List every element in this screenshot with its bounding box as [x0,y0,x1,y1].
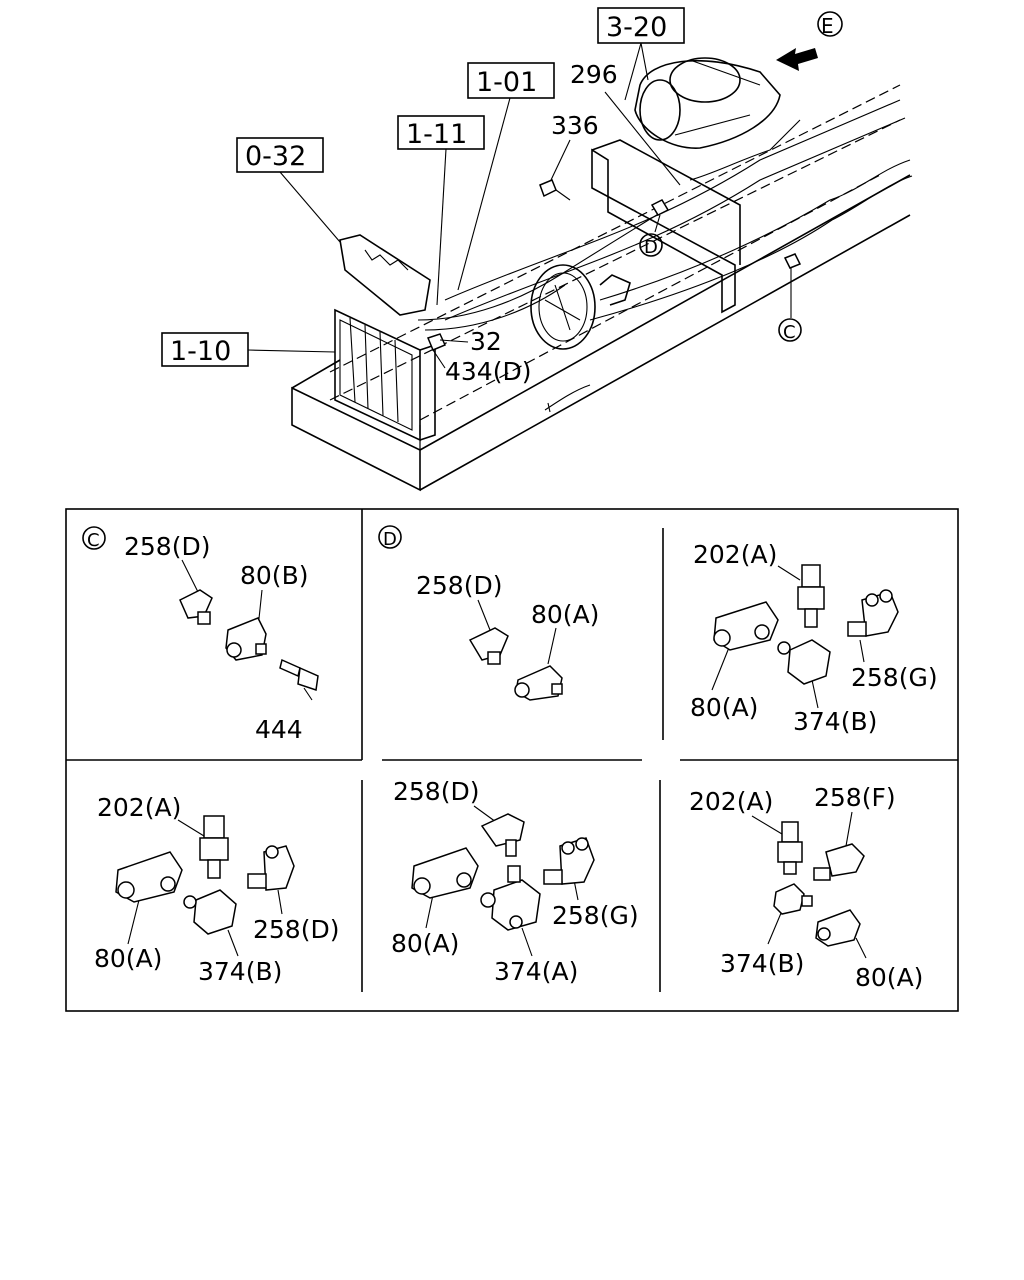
panel-d: D 258(D) 80(A) [378,525,599,701]
svg-text:258(G): 258(G) [851,663,938,692]
svg-text:202(A): 202(A) [689,787,773,816]
callout-296: 296 [570,60,618,89]
svg-text:444: 444 [255,715,303,744]
ref-box-0-32[interactable]: 0-32 [236,137,324,173]
detail-ref-c[interactable]: C [778,318,802,343]
svg-text:258(D): 258(D) [253,915,339,944]
callout-336: 336 [551,111,599,140]
panel-c: C 258(D) 80(B) 444 [82,526,319,744]
svg-text:C: C [783,322,796,343]
air-tank [634,57,781,149]
svg-text:0-32: 0-32 [245,141,306,172]
svg-text:258(G): 258(G) [552,901,639,930]
svg-text:80(B): 80(B) [240,561,308,590]
svg-text:E: E [821,14,834,38]
svg-text:258(F): 258(F) [814,783,896,812]
radiator [334,308,436,442]
detail-frame [65,508,959,1012]
svg-text:202(A): 202(A) [97,793,181,822]
svg-text:C: C [87,530,100,551]
svg-text:D: D [644,237,658,258]
svg-text:374(A): 374(A) [494,957,578,986]
view-marker-e: E [776,11,843,71]
svg-text:258(D): 258(D) [124,532,210,561]
view-arrow-icon [776,48,818,71]
ref-box-1-11[interactable]: 1-11 [397,115,485,150]
svg-text:80(A): 80(A) [855,963,923,992]
ref-box-1-10[interactable]: 1-10 [161,332,249,367]
svg-text:1-10: 1-10 [170,336,231,367]
svg-text:80(A): 80(A) [391,929,459,958]
svg-text:80(A): 80(A) [94,944,162,973]
svg-text:3-20: 3-20 [606,12,667,43]
svg-text:80(A): 80(A) [690,693,758,722]
svg-text:374(B): 374(B) [793,707,877,736]
panel-6: 202(A) 258(F) 374(B) 80(A) [689,783,923,992]
svg-text:258(D): 258(D) [416,571,502,600]
ref-box-3-20[interactable]: 3-20 [597,7,685,44]
panel-5: 258(D) 258(G) 80(A) 374(A) [391,777,639,986]
svg-text:374(B): 374(B) [720,949,804,978]
svg-text:202(A): 202(A) [693,540,777,569]
svg-text:1-11: 1-11 [406,119,467,150]
callout-32: 32 [470,327,502,356]
chassis-illustration [291,57,913,492]
svg-text:258(D): 258(D) [393,777,479,806]
svg-text:D: D [383,529,397,550]
detail-ref-d[interactable]: D [639,233,663,258]
leader-lines [247,42,792,369]
callout-434d: 434(D) [445,357,531,386]
panel-4: 202(A) 258(D) 80(A) 374(B) [94,793,339,986]
svg-text:80(A): 80(A) [531,600,599,629]
ref-box-1-01[interactable]: 1-01 [467,62,555,99]
svg-text:1-01: 1-01 [476,67,537,98]
svg-text:374(B): 374(B) [198,957,282,986]
panel-3: 202(A) 258(G) 80(A) 374(B) [690,540,938,736]
